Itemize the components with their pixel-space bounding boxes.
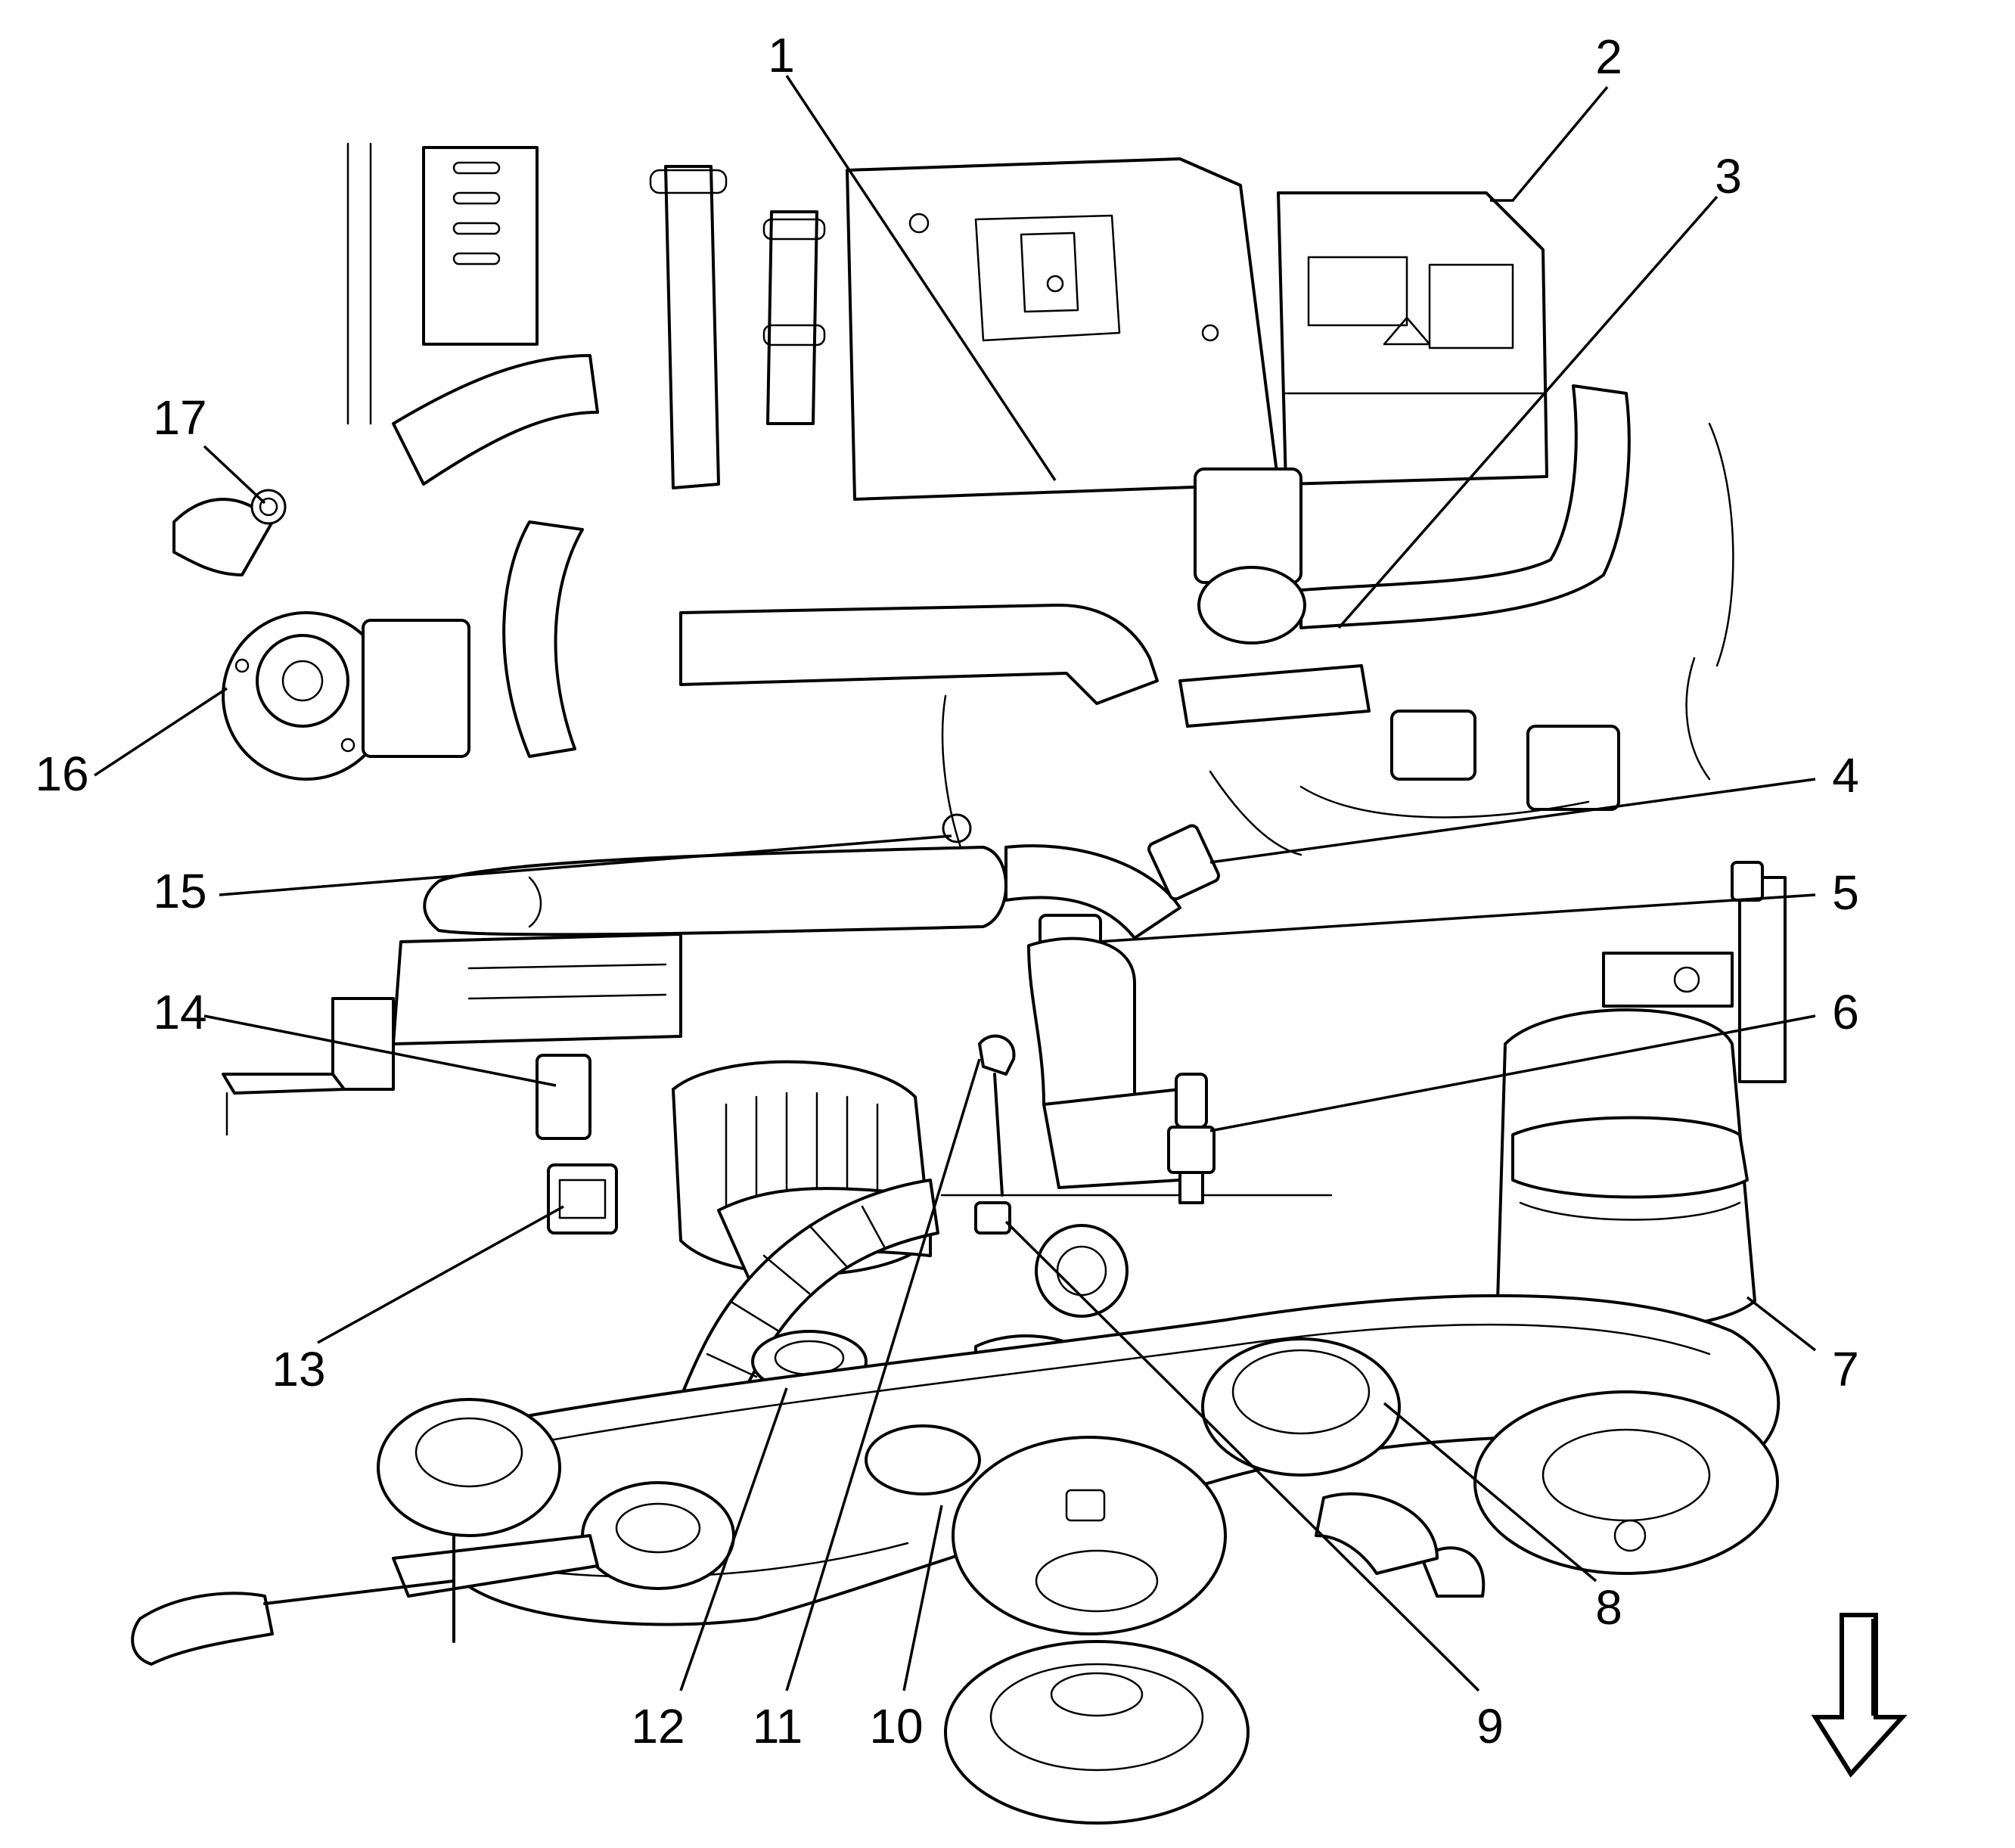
callout-8: 8 bbox=[1595, 1580, 1622, 1635]
callout-13: 13 bbox=[272, 1342, 325, 1396]
ac-pulley bbox=[1473, 1390, 1779, 1575]
coolant-hoses-upper bbox=[649, 165, 826, 489]
callout-17: 17 bbox=[153, 390, 206, 445]
leader-14 bbox=[203, 1014, 557, 1087]
callout-3: 3 bbox=[1715, 149, 1742, 203]
callout-12: 12 bbox=[631, 1699, 685, 1753]
leader-12 bbox=[679, 1387, 788, 1691]
down-arrow-icon bbox=[1811, 1613, 1908, 1778]
callout-1: 1 bbox=[768, 28, 795, 82]
water-pump-housing bbox=[172, 489, 470, 781]
leader-1 bbox=[785, 75, 1057, 481]
leader-2 bbox=[1490, 85, 1609, 202]
control-module-assembly bbox=[1277, 191, 1548, 486]
leader-10 bbox=[902, 1505, 943, 1691]
lower-brackets bbox=[131, 1073, 1486, 1666]
callout-7: 7 bbox=[1832, 1342, 1859, 1396]
callout-2: 2 bbox=[1595, 30, 1622, 84]
callout-numbers: 1 2 3 4 5 6 7 8 9 10 11 12 13 14 15 16 1… bbox=[35, 28, 1858, 1753]
callout-4: 4 bbox=[1832, 748, 1859, 803]
sensor-rod bbox=[940, 1034, 1333, 1235]
small-idler-pulley bbox=[865, 1424, 981, 1495]
crankshaft-pulley bbox=[944, 1640, 1250, 1825]
idler-pulley-lower bbox=[581, 1481, 735, 1590]
callout-14: 14 bbox=[153, 985, 206, 1039]
leader-11 bbox=[785, 1058, 981, 1691]
callout-10: 10 bbox=[869, 1699, 923, 1753]
leader-13 bbox=[317, 1205, 564, 1344]
leader-8 bbox=[1383, 1402, 1597, 1582]
callout-15: 15 bbox=[153, 864, 206, 918]
pulleys bbox=[377, 1337, 1779, 1825]
power-steering-pulley bbox=[377, 1398, 561, 1537]
callout-6: 6 bbox=[1832, 985, 1859, 1039]
engine-illustration bbox=[131, 142, 1787, 1825]
fan-pulley bbox=[952, 1436, 1227, 1635]
callout-5: 5 bbox=[1832, 865, 1859, 920]
leader-lines bbox=[94, 75, 1817, 1692]
heater-hoses bbox=[392, 354, 1631, 758]
ac-compressor bbox=[1496, 876, 1787, 1331]
leader-5 bbox=[1096, 893, 1816, 943]
leader-4 bbox=[1209, 778, 1816, 864]
pressure-sensor bbox=[1167, 1073, 1216, 1204]
callout-16: 16 bbox=[35, 747, 88, 801]
radiator-frame bbox=[346, 142, 539, 425]
leader-6 bbox=[1209, 1014, 1816, 1132]
leader-9 bbox=[1004, 1220, 1480, 1692]
leader-16 bbox=[94, 687, 228, 777]
intake-tube bbox=[423, 813, 1181, 940]
leader-15 bbox=[219, 834, 952, 896]
leader-3 bbox=[1337, 195, 1718, 629]
leader-7 bbox=[1746, 1296, 1817, 1352]
leader-17 bbox=[203, 445, 266, 505]
callout-11: 11 bbox=[753, 1699, 803, 1753]
left-cylinder-head bbox=[331, 933, 682, 1091]
callout-9: 9 bbox=[1476, 1699, 1504, 1753]
upper-intake-cover bbox=[846, 157, 1280, 501]
tensioner-pulley bbox=[1201, 1337, 1401, 1477]
harness-connectors bbox=[536, 467, 1620, 1235]
